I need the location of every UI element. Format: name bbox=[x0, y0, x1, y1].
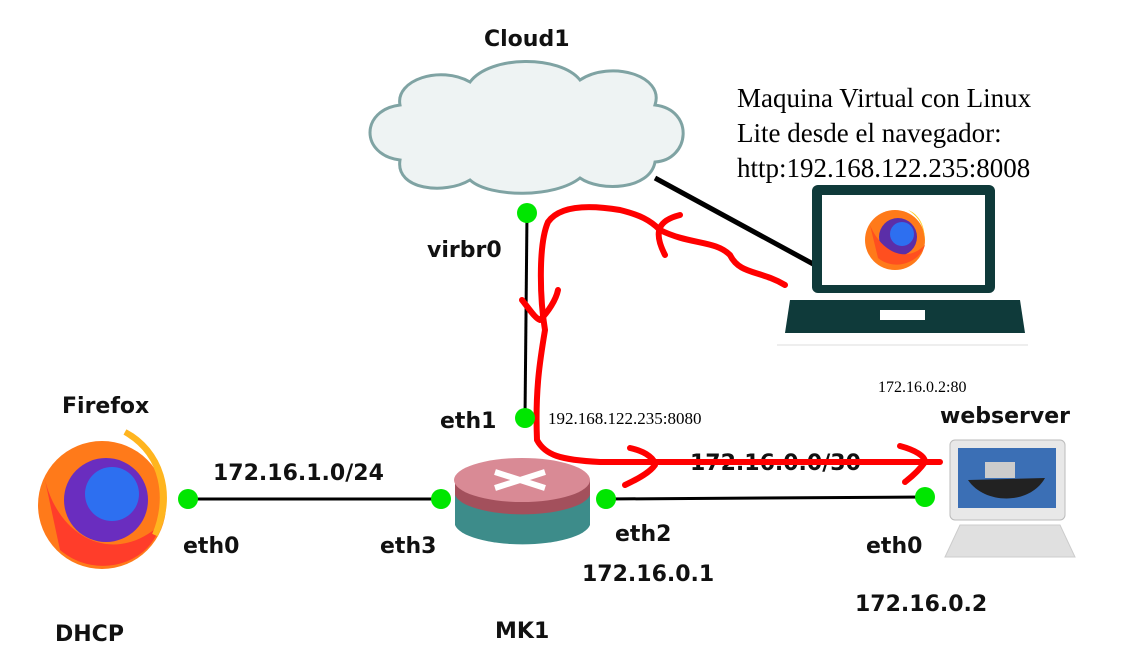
port-eth1[interactable] bbox=[515, 408, 535, 428]
cloud-label: Cloud1 bbox=[484, 27, 570, 52]
eth2-label: eth2 bbox=[615, 522, 671, 547]
port-webserver-eth0[interactable] bbox=[915, 487, 935, 507]
port-firefox-eth0[interactable] bbox=[178, 489, 198, 509]
eth3-label: eth3 bbox=[380, 534, 436, 559]
firefox-client-icon[interactable] bbox=[38, 429, 167, 569]
annotation-line-2: Lite desde el navegador: bbox=[737, 118, 1002, 148]
router-label: MK1 bbox=[495, 619, 549, 644]
dhcp-label: DHCP bbox=[55, 622, 124, 647]
traffic-path bbox=[519, 204, 943, 488]
firefox-label: Firefox bbox=[62, 394, 149, 419]
annotation-line-3: http:192.168.122.235:8008 bbox=[737, 153, 1030, 183]
virbr0-label: virbr0 bbox=[427, 238, 502, 263]
webserver-ip: 172.16.0.2 bbox=[855, 592, 987, 617]
router-icon[interactable] bbox=[454, 458, 590, 545]
webserver-eth0-label: eth0 bbox=[866, 534, 922, 559]
port-virbr0[interactable] bbox=[517, 203, 537, 223]
firefox-logo-icon bbox=[865, 210, 925, 270]
link-router-webserver bbox=[605, 495, 926, 501]
webserver-service: 172.16.0.2:80 bbox=[878, 379, 966, 396]
lan-subnet-label: 172.16.1.0/24 bbox=[213, 461, 384, 486]
router-eth1-address: 192.168.122.235:8080 bbox=[548, 409, 701, 428]
link-cloud-router bbox=[523, 212, 529, 419]
cloud-icon[interactable] bbox=[368, 60, 685, 195]
firefox-eth0-label: eth0 bbox=[183, 534, 239, 559]
laptop-icon[interactable] bbox=[777, 185, 1028, 346]
ports bbox=[178, 203, 935, 509]
link-cloud-laptop bbox=[653, 175, 817, 268]
annotation-line-1: Maquina Virtual con Linux bbox=[737, 83, 1032, 113]
port-eth2[interactable] bbox=[596, 489, 616, 509]
port-eth3[interactable] bbox=[431, 489, 451, 509]
webserver-label: webserver bbox=[940, 404, 1070, 429]
router-eth2-ip: 172.16.0.1 bbox=[582, 562, 714, 587]
eth1-label: eth1 bbox=[440, 409, 496, 434]
webserver-icon[interactable] bbox=[944, 439, 1076, 558]
